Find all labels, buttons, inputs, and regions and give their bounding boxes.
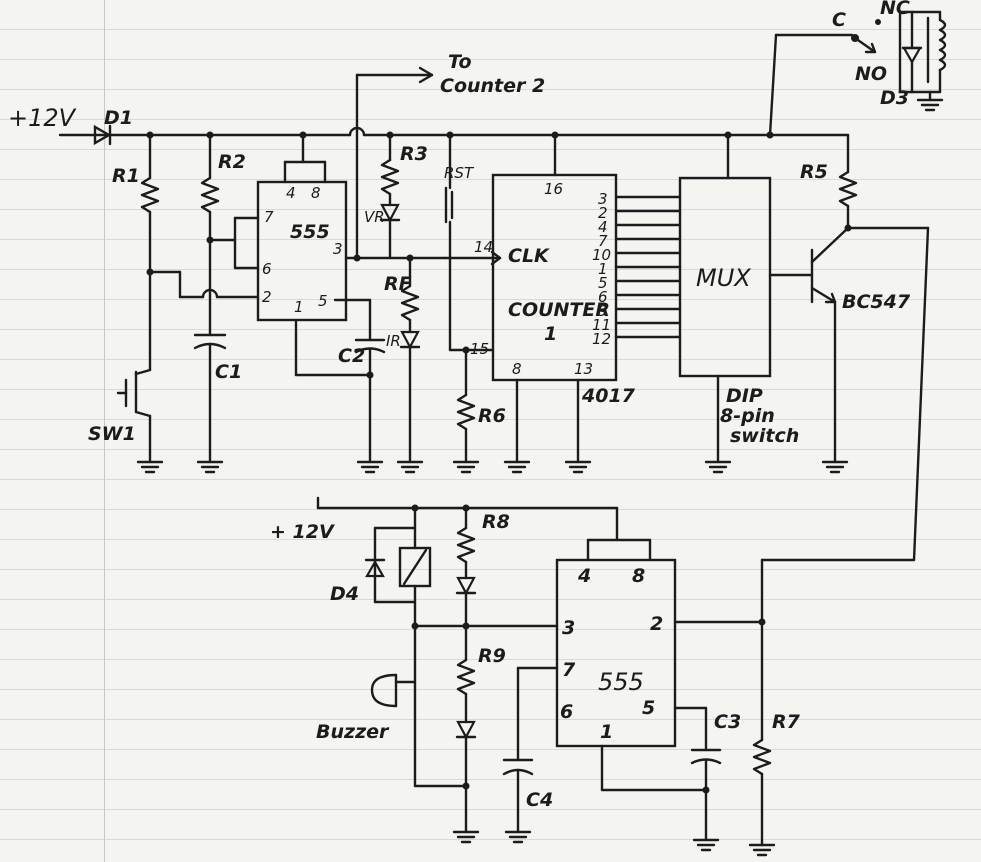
label-d1: D1 — [104, 107, 133, 129]
label-relay-no: NO — [855, 63, 887, 85]
labels: +12V D1 R1 R2 C1 SW1 C2 R3 VR RF IR RST … — [8, 0, 911, 811]
label-sw1: SW1 — [88, 423, 136, 445]
ic555-top-pin5: 5 — [318, 292, 328, 310]
label-buzzer: Buzzer — [316, 721, 390, 743]
relay-d4 — [364, 506, 559, 788]
label-r8: R8 — [482, 511, 510, 533]
label-d4: D4 — [330, 583, 359, 605]
label-vr: VR — [364, 208, 385, 226]
label-rst: RST — [444, 164, 475, 182]
label-dip-3: switch — [730, 425, 799, 447]
margin-line — [104, 0, 105, 862]
label-r3: R3 — [400, 143, 428, 165]
ic555-bottom-pin6: 6 — [560, 701, 573, 723]
label-c3: C3 — [714, 711, 741, 733]
label-dip-1: DIP — [726, 385, 763, 407]
label-r7: R7 — [772, 711, 801, 733]
counter-out-7: 6 — [598, 288, 608, 306]
label-d3: D3 — [880, 87, 909, 109]
label-relay-c: C — [832, 9, 846, 31]
ic555-top-pin8: 8 — [311, 184, 321, 202]
diode-d1 — [93, 124, 112, 146]
label-r2: R2 — [218, 151, 246, 173]
reset-branch — [443, 133, 502, 474]
label-c2: C2 — [338, 345, 365, 367]
ic555-bottom-pin4: 4 — [577, 565, 591, 587]
counter-out-8: 9 — [598, 302, 608, 320]
counter-pin8: 8 — [512, 360, 522, 378]
counter-out-10: 12 — [592, 330, 611, 348]
label-relay-nc: NC — [880, 0, 910, 19]
ic555-bottom-name: 555 — [598, 668, 644, 696]
r9-led — [452, 624, 480, 844]
r2-c1-branch — [193, 133, 260, 474]
rf-led-branch — [396, 256, 424, 474]
label-c1: C1 — [215, 361, 242, 383]
ic555-bottom-pin8: 8 — [632, 565, 645, 587]
counter-out-5: 1 — [598, 260, 608, 278]
label-counter-2: Counter 2 — [440, 75, 545, 97]
ic555-top-pin3: 3 — [333, 240, 343, 258]
counter-pin14: 14 — [474, 238, 493, 256]
ic555-top-pin6: 6 — [262, 260, 272, 278]
label-r6: R6 — [478, 405, 506, 427]
transistor-bc547 — [760, 133, 930, 562]
label-r5: R5 — [800, 161, 828, 183]
counter-pin15: 15 — [470, 340, 489, 358]
ic555-bottom-pin7: 7 — [562, 659, 576, 681]
mux-block — [678, 133, 814, 474]
label-c4: C4 — [526, 789, 553, 811]
counter-out-3: 7 — [598, 232, 608, 250]
counter-out-2: 4 — [598, 218, 608, 236]
supply-rail — [58, 126, 850, 139]
ic-555-bottom — [502, 558, 776, 857]
ic555-top-pin2: 2 — [262, 288, 272, 306]
ic555-top-pin1: 1 — [294, 298, 304, 316]
label-supply-top: +12V — [8, 104, 77, 132]
mux-label: MUX — [696, 264, 751, 292]
ic555-top-pin7: 7 — [264, 208, 274, 226]
r1-sw1-branch — [116, 133, 260, 474]
relay-top — [768, 10, 947, 137]
ic555-bottom-pin3: 3 — [562, 617, 575, 639]
counter-out-9: 11 — [592, 316, 611, 334]
ic555-top-pin4: 4 — [286, 184, 296, 202]
ic555-bottom-pin2: 2 — [650, 613, 663, 635]
counter-out-6: 5 — [598, 274, 608, 292]
r3-ir-branch — [379, 133, 401, 260]
ic555-bottom-pin1: 1 — [600, 721, 613, 743]
label-rf: RF — [384, 273, 412, 295]
ic-4017-counter — [491, 133, 682, 474]
counter-out-4: 10 — [592, 246, 611, 264]
counter-pin16: 16 — [544, 180, 563, 198]
label-ir: IR — [386, 332, 401, 350]
ic555-top-name: 555 — [290, 221, 330, 243]
label-4017: 4017 — [581, 385, 636, 407]
r8-led — [455, 506, 477, 628]
counter-name: COUNTER — [508, 299, 610, 321]
label-r9: R9 — [478, 645, 506, 667]
counter-out-0: 3 — [598, 190, 608, 208]
ic-555-top — [256, 66, 447, 474]
label-r1: R1 — [112, 165, 140, 187]
counter-clk: CLK — [508, 245, 550, 267]
label-supply-bottom: + 12V — [270, 521, 335, 543]
label-to: To — [448, 51, 472, 73]
counter-name-num: 1 — [544, 323, 557, 345]
ic555-bottom-pin5: 5 — [642, 697, 655, 719]
label-dip-2: 8-pin — [720, 405, 775, 427]
counter-out-1: 2 — [598, 204, 608, 222]
counter-pin13: 13 — [574, 360, 593, 378]
label-bc547: BC547 — [842, 291, 911, 313]
